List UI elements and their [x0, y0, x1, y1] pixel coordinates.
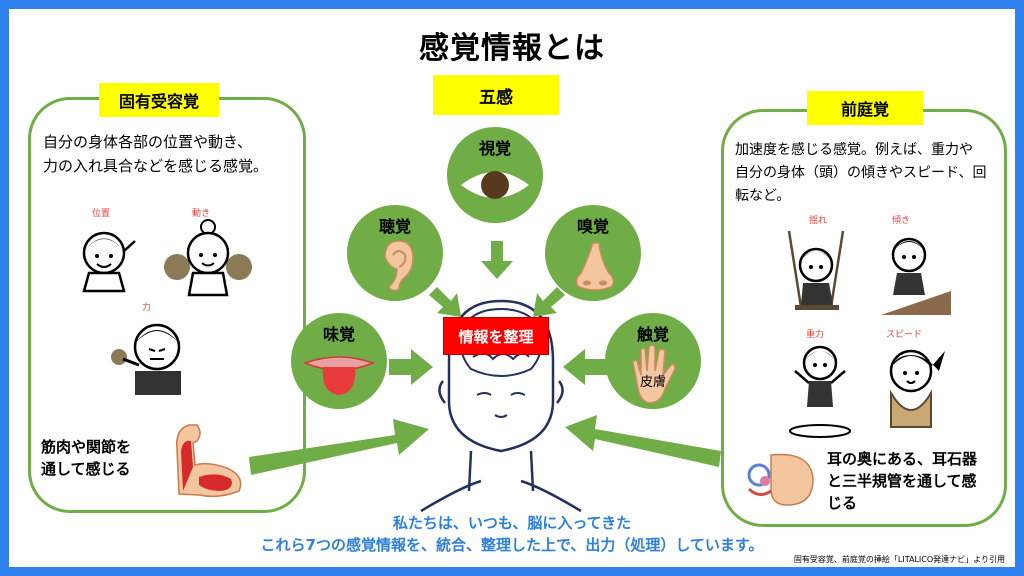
- sense-touch-label: 触覚: [636, 325, 669, 344]
- label-tilt: 傾き: [892, 216, 911, 226]
- image-credit: 固有受容覚、前庭覚の挿絵「LITALICO発達ナビ」より引用: [793, 555, 1005, 564]
- arm-muscle-illustration: [176, 424, 242, 498]
- proprioception-heading: 固有受容覚: [99, 83, 219, 117]
- vestibular-desc-3: 転など。: [735, 188, 791, 204]
- kid-movement-illustration: [164, 219, 252, 297]
- sense-sight: 視覚: [447, 127, 543, 223]
- ear-text-3: じる: [827, 494, 858, 512]
- sense-touch: 触覚 皮膚: [605, 313, 701, 409]
- page-title: 感覚情報とは: [419, 31, 605, 66]
- hand-icon: [632, 344, 676, 404]
- label-gravity: 重力: [806, 330, 825, 340]
- eye-icon: [461, 171, 529, 199]
- vestibular-desc-2: 自分の身体（頭）の傾きやスピード、回: [735, 165, 987, 181]
- organize-info-label: 情報を整理: [443, 317, 549, 355]
- proprioception-panel: [28, 97, 306, 513]
- ear-text-1: 耳の奥にある、耳石器: [827, 450, 978, 468]
- skin-label: 皮膚: [639, 375, 666, 390]
- arrow-from-proprioception: [249, 415, 721, 475]
- kid-swing-illustration: [787, 230, 845, 310]
- ear-icon: [384, 240, 414, 292]
- sense-hearing-label: 聴覚: [378, 217, 411, 236]
- sense-smell: 嗅覚: [545, 205, 641, 301]
- kid-position-illustration: [82, 231, 136, 293]
- kid-tilt-illustration: [881, 237, 951, 315]
- slide: 感覚情報とは 固有受容覚 自分の身体各部の位置や動き、 力の入れ具合などを感じる…: [9, 9, 1015, 567]
- label-swing: 揺れ: [809, 216, 828, 226]
- mouth-icon: [302, 356, 376, 395]
- bottom-text-1: 私たちは、いつも、脳に入ってきた: [392, 514, 632, 532]
- sense-taste: 味覚: [291, 313, 387, 409]
- sense-hearing: 聴覚: [347, 205, 443, 301]
- label-force: 力: [142, 303, 152, 313]
- five-senses-heading: 五感: [433, 75, 559, 115]
- proprioception-desc-1: 自分の身体各部の位置や動き、: [43, 133, 252, 151]
- kid-gravity-illustration: [789, 345, 851, 438]
- sense-sight-label: 視覚: [478, 139, 511, 158]
- vestibular-desc-1: 加速度を感じる感覚。例えば、重力や: [735, 142, 973, 158]
- vestibular-heading: 前庭覚: [807, 91, 923, 125]
- bottom-text-2: これら7つの感覚情報を、統合、整理した上で、出力（処理）しています。: [260, 536, 764, 554]
- sense-smell-label: 嗅覚: [576, 217, 609, 236]
- ear-text-2: と三半規管を通して感: [827, 472, 977, 490]
- muscle-text-1: 筋肉や関節を: [41, 438, 132, 456]
- label-position: 位置: [92, 209, 111, 219]
- sense-taste-label: 味覚: [322, 325, 355, 344]
- muscle-text-2: 通して感じる: [41, 460, 131, 478]
- proprioception-desc-2: 力の入れ具合などを感じる感覚。: [43, 157, 269, 175]
- vestibular-panel: [721, 109, 1007, 527]
- nose-icon: [575, 242, 615, 291]
- label-movement: 動き: [192, 209, 211, 219]
- kid-speed-illustration: [889, 349, 945, 428]
- label-speed: スピード: [886, 330, 923, 340]
- inner-ear-illustration: [747, 453, 814, 506]
- sense-arrows: [389, 241, 607, 385]
- kid-force-illustration: [111, 323, 181, 395]
